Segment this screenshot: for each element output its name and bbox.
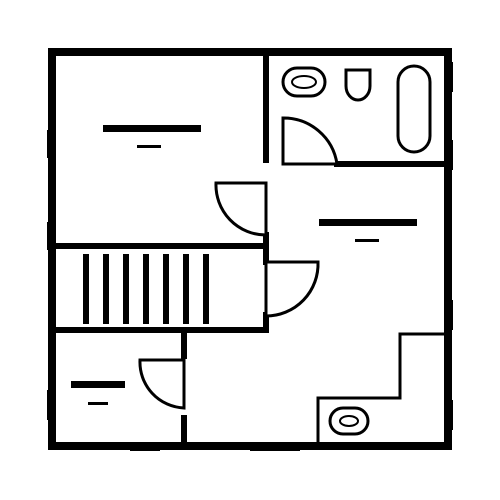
door-swing-upper-left-room bbox=[214, 181, 268, 237]
door-swing-staircase bbox=[264, 260, 320, 318]
bathtub-icon bbox=[396, 64, 432, 154]
bathroom-fixtures bbox=[281, 64, 432, 154]
sink-icon bbox=[328, 406, 370, 436]
sink-icon bbox=[281, 66, 327, 98]
staircase bbox=[83, 254, 209, 324]
room-label-upper-left bbox=[103, 125, 201, 148]
washroom-fixtures bbox=[328, 406, 370, 436]
door-swing-bathroom bbox=[281, 116, 339, 166]
interior-walls bbox=[49, 49, 451, 449]
room-labels bbox=[71, 125, 417, 405]
room-label-central-hall bbox=[319, 219, 417, 242]
outer-walls bbox=[47, 48, 453, 451]
doors bbox=[138, 116, 339, 410]
room-label-lower-left bbox=[71, 381, 125, 405]
toilet-icon bbox=[344, 68, 372, 102]
door-swing-lower-left-room bbox=[138, 358, 186, 410]
